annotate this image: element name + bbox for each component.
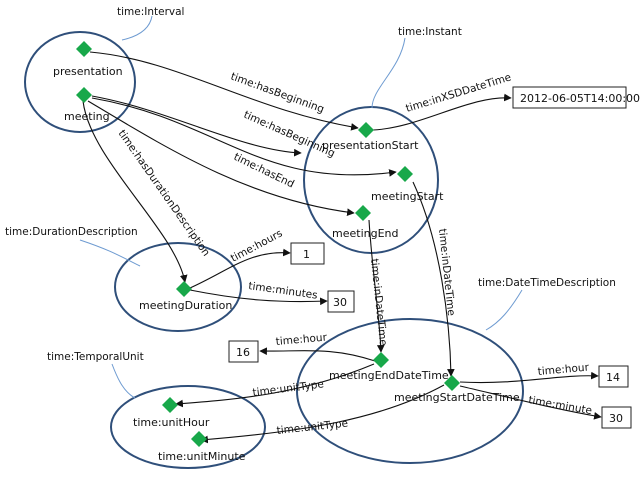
node-meeting-start[interactable]: meetingStart [371, 166, 444, 203]
edge-hours [189, 248, 291, 289]
edge-label-unit-type-start: time:unitType [276, 418, 349, 437]
meeting-end-label: meetingEnd [332, 227, 398, 240]
literal-hours-box [290, 242, 325, 265]
edge-label-hour-end: time:hour [275, 332, 328, 348]
edge-unit-type-end [175, 363, 375, 408]
literal-start-minute: 30 [609, 412, 623, 425]
node-unit-hour[interactable]: time:unitHour [133, 397, 210, 429]
duration-description-class-label: time:DurationDescription [5, 226, 138, 238]
edge-label-in-datetime-start: time:inDateTime [436, 228, 457, 316]
node-meeting-end[interactable]: meetingEnd [332, 205, 398, 240]
meeting-end-datetime-node-marker [373, 352, 389, 368]
edge-label-has-end: time:hasEnd [232, 151, 296, 191]
duration-description-ellipse [114, 242, 242, 332]
edge-presentation-has-beginning [89, 51, 359, 131]
edge-label-hour-start: time:hour [537, 362, 590, 378]
edge-meeting-has-beginning [91, 95, 302, 157]
literal-minutes: 30 [333, 296, 347, 309]
duration-description-callout [79, 239, 141, 267]
literal-start-hour: 14 [606, 371, 620, 384]
interval-class-label: time:Interval [117, 6, 184, 18]
edge-label-minutes: time:minutes [248, 280, 319, 302]
edge-in-xsd-datetime [372, 93, 512, 131]
instant-callout [371, 37, 406, 109]
instant-class-label: time:Instant [398, 26, 462, 38]
unit-minute-node-marker [191, 431, 207, 447]
edge-meeting-has-beginning-2 [91, 97, 397, 177]
edge-meeting-has-end [87, 100, 355, 216]
edge-in-datetime-start [412, 181, 455, 377]
literal-start-minute-box [601, 406, 632, 429]
literal-end-hour: 16 [236, 346, 250, 359]
edge-minutes [189, 289, 328, 306]
literal-datetime: 2012-06-05T14:00:00 [520, 92, 640, 105]
temporal-unit-class-label: time:TemporalUnit [47, 351, 144, 363]
edge-label-has-duration-description: time:hasDurationDescription [116, 128, 213, 259]
datetime-description-class-label: time:DateTimeDescription [478, 277, 616, 289]
presentation-start-node-marker [358, 122, 374, 138]
node-meeting[interactable]: meeting [64, 87, 110, 123]
node-unit-minute[interactable]: time:unitMinute [158, 431, 246, 463]
unit-hour-node-marker [162, 397, 178, 413]
meeting-label: meeting [64, 110, 110, 123]
meeting-start-datetime-label: meetingStartDateTime [394, 391, 520, 404]
interval-ellipse [24, 31, 136, 133]
datetime-description-ellipse [296, 318, 524, 464]
edge-hour-end [259, 347, 376, 362]
node-presentation[interactable]: presentation [53, 41, 123, 78]
edge-label-minute-start: time:minute [527, 394, 592, 417]
edge-label-unit-type-end: time:unitType [252, 378, 325, 399]
edge-hour-start [459, 371, 599, 384]
edge-label-hours: time:hours [229, 227, 285, 264]
meeting-start-label: meetingStart [371, 190, 444, 203]
literal-datetime-box [512, 86, 627, 109]
temporal-unit-callout [111, 363, 136, 399]
node-meeting-start-datetime[interactable]: meetingStartDateTime [394, 375, 520, 404]
datetime-description-callout [485, 289, 523, 331]
presentation-node-marker [76, 41, 92, 57]
edge-unit-type-start [200, 384, 445, 444]
literal-hours: 1 [303, 248, 310, 261]
unit-hour-label: time:unitHour [133, 416, 210, 429]
edge-meeting-has-duration-description [82, 100, 188, 283]
meeting-start-node-marker [397, 166, 413, 182]
node-meeting-duration[interactable]: meetingDuration [139, 281, 232, 312]
literal-minutes-box [327, 290, 355, 313]
edge-in-datetime-end [368, 219, 385, 353]
edge-label-has-beginning-1: time:hasBeginning [229, 71, 326, 116]
node-meeting-end-datetime[interactable]: meetingEndDateTime [329, 352, 449, 382]
meeting-duration-label: meetingDuration [139, 299, 232, 312]
temporal-unit-ellipse [110, 385, 266, 469]
interval-callout [121, 15, 153, 41]
meeting-node-marker [76, 87, 92, 103]
edge-label-in-xsd-datetime: time:inXSDDateTime [404, 71, 512, 115]
instant-ellipse [303, 106, 439, 254]
meeting-end-node-marker [355, 205, 371, 221]
meeting-duration-node-marker [176, 281, 192, 297]
node-presentation-start[interactable]: presentationStart [322, 122, 419, 152]
meeting-start-datetime-node-marker [444, 375, 460, 391]
unit-minute-label: time:unitMinute [158, 450, 246, 463]
edge-minute-start [459, 385, 602, 420]
literal-end-hour-box [228, 340, 259, 363]
presentation-label: presentation [53, 65, 123, 78]
meeting-end-datetime-label: meetingEndDateTime [329, 369, 449, 382]
literal-start-hour-box [598, 365, 629, 388]
edge-label-in-datetime-end: time:inDateTime [368, 258, 389, 346]
presentation-start-label: presentationStart [322, 139, 419, 152]
